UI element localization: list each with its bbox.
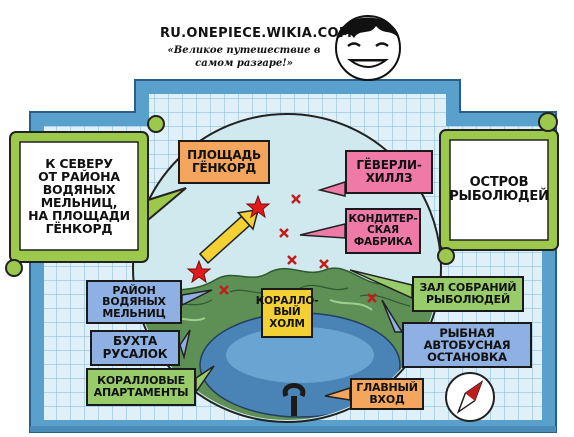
label-genkord-square: ПЛОЩАДЬ ГЁНКОРД bbox=[178, 140, 270, 184]
star-marker bbox=[186, 259, 212, 284]
bubble-north-note bbox=[5, 115, 187, 277]
label-beverly-hills: ГЁВЕРЛИ- ХИЛЛЗ bbox=[345, 150, 433, 194]
location-x-marker bbox=[279, 228, 289, 238]
location-markers bbox=[219, 194, 377, 303]
label-watermill-district: РАЙОН ВОДЯНЫХ МЕЛЬНИЦ bbox=[86, 280, 182, 324]
arrow-north-icon bbox=[198, 208, 260, 264]
label-confectionery: КОНДИТЕР- СКАЯ ФАБРИКА bbox=[345, 208, 421, 254]
star-markers bbox=[186, 194, 271, 284]
label-coral-apartments: КОРАЛЛОВЫЕ АПАРТАМЕНТЫ bbox=[86, 368, 196, 406]
bubble-island-title bbox=[437, 112, 559, 265]
site-slogan: «Великое путешествие в самом разгаре!» bbox=[167, 45, 321, 69]
location-x-marker bbox=[219, 285, 229, 295]
entrance-arc-icon bbox=[282, 383, 306, 397]
location-x-marker bbox=[291, 194, 301, 204]
label-north-note: К СЕВЕРУ ОТ РАЙОНА ВОДЯНЫХ МЕЛЬНИЦ, НА П… bbox=[28, 155, 130, 237]
location-x-marker bbox=[319, 259, 329, 269]
label-fish-bus-stop: РЫБНАЯ АВТОБУСНАЯ ОСТАНОВКА bbox=[402, 322, 532, 368]
label-mermaid-cove: БУХТА РУСАЛОК bbox=[90, 330, 180, 366]
compass-icon bbox=[445, 372, 495, 422]
location-x-marker bbox=[287, 255, 297, 265]
location-x-marker bbox=[367, 293, 377, 303]
label-coral-hill: КОРАЛЛО- ВЫЙ ХОЛМ bbox=[256, 288, 318, 338]
star-marker bbox=[245, 194, 271, 219]
label-meeting-hall: ЗАЛ СОБРАНИЙ РЫБОЛЮДЕЙ bbox=[412, 276, 524, 312]
site-name: RU.ONEPIECE.WIKIA.COM bbox=[160, 26, 353, 41]
label-main-entrance: ГЛАВНЫЙ ВХОД bbox=[350, 378, 424, 410]
label-island-title: ОСТРОВ РЫБОЛЮДЕЙ bbox=[449, 175, 549, 204]
mascot-face-icon bbox=[335, 15, 401, 81]
